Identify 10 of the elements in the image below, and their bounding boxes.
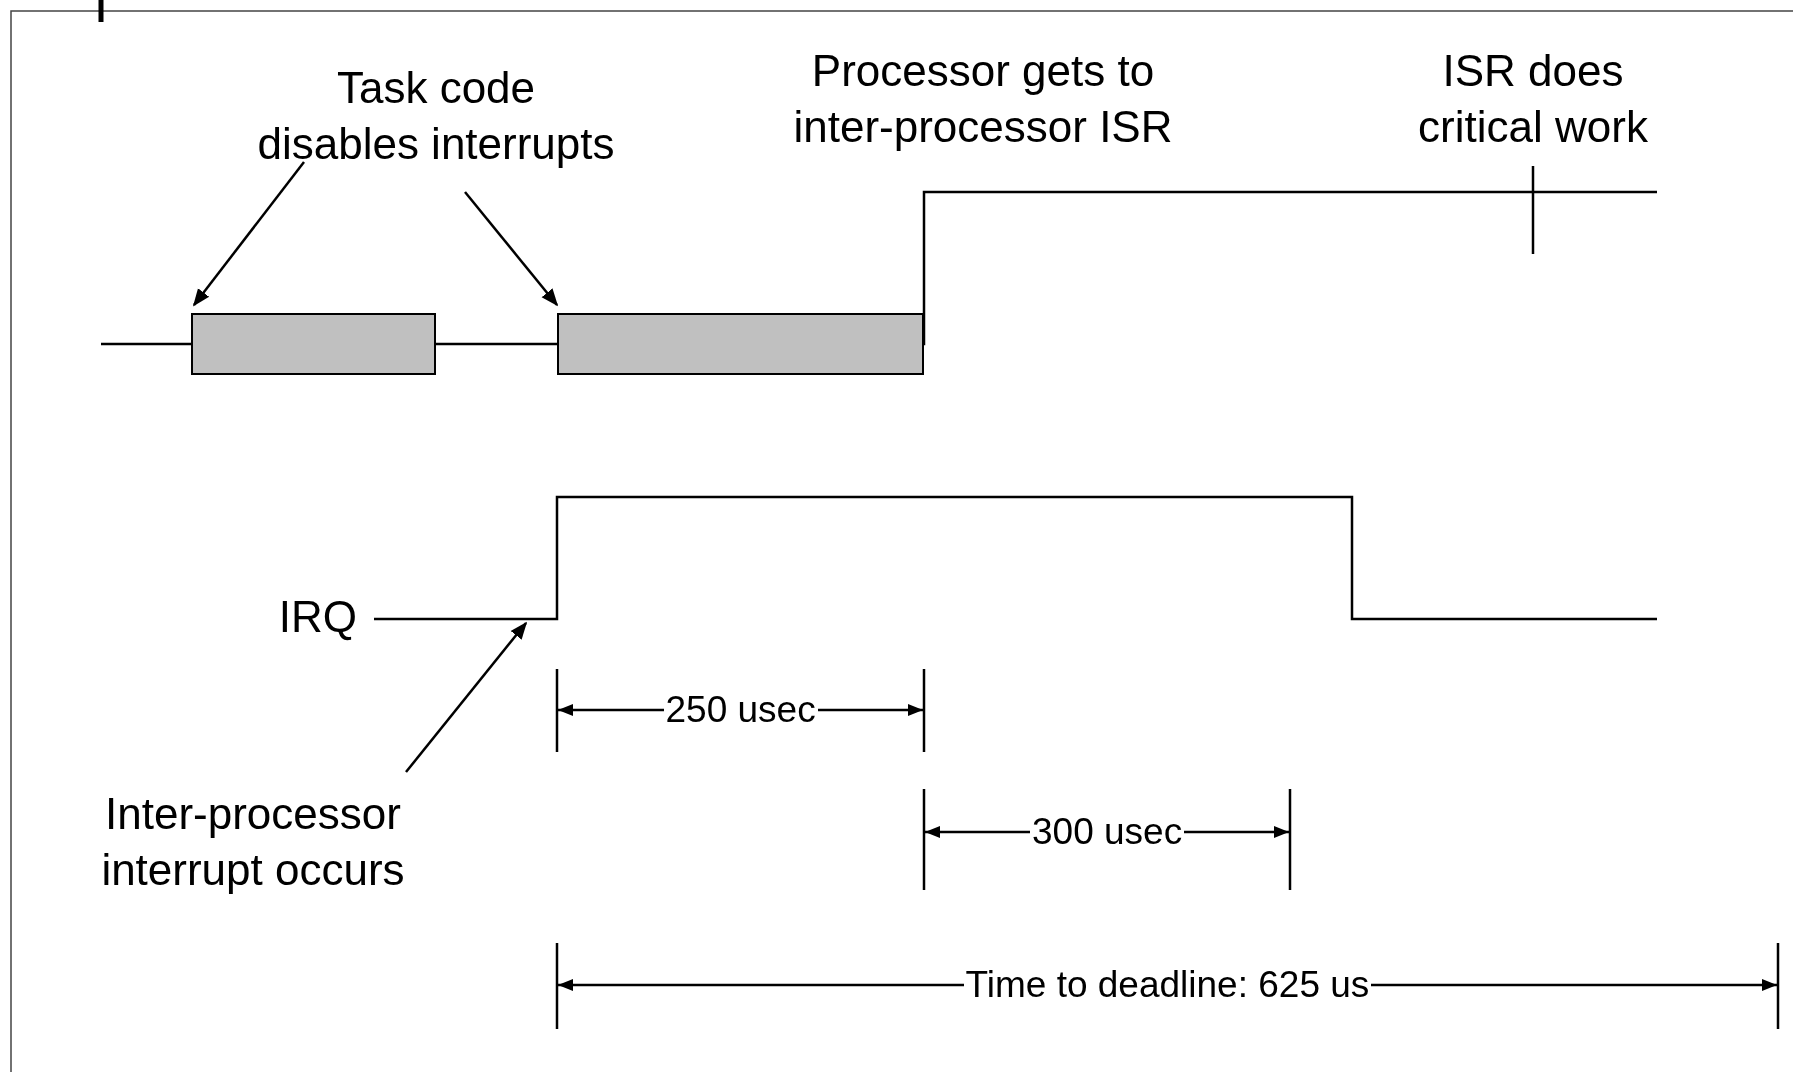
- annotation-text: Task code disables interrupts: [216, 60, 656, 172]
- leader-arrow: [405, 621, 528, 773]
- leader-arrow: [192, 161, 305, 307]
- annotation-text: ISR does critical work: [1417, 45, 1649, 153]
- leader-arrow: [464, 191, 559, 307]
- signal-name: IRQ: [277, 591, 357, 643]
- shaded-box: [191, 313, 436, 375]
- shaded-box: [557, 313, 924, 375]
- annotation-text: Inter-processor interrupt occurs: [53, 786, 453, 898]
- annotation-text: Processor gets to inter-processor ISR: [792, 45, 1174, 153]
